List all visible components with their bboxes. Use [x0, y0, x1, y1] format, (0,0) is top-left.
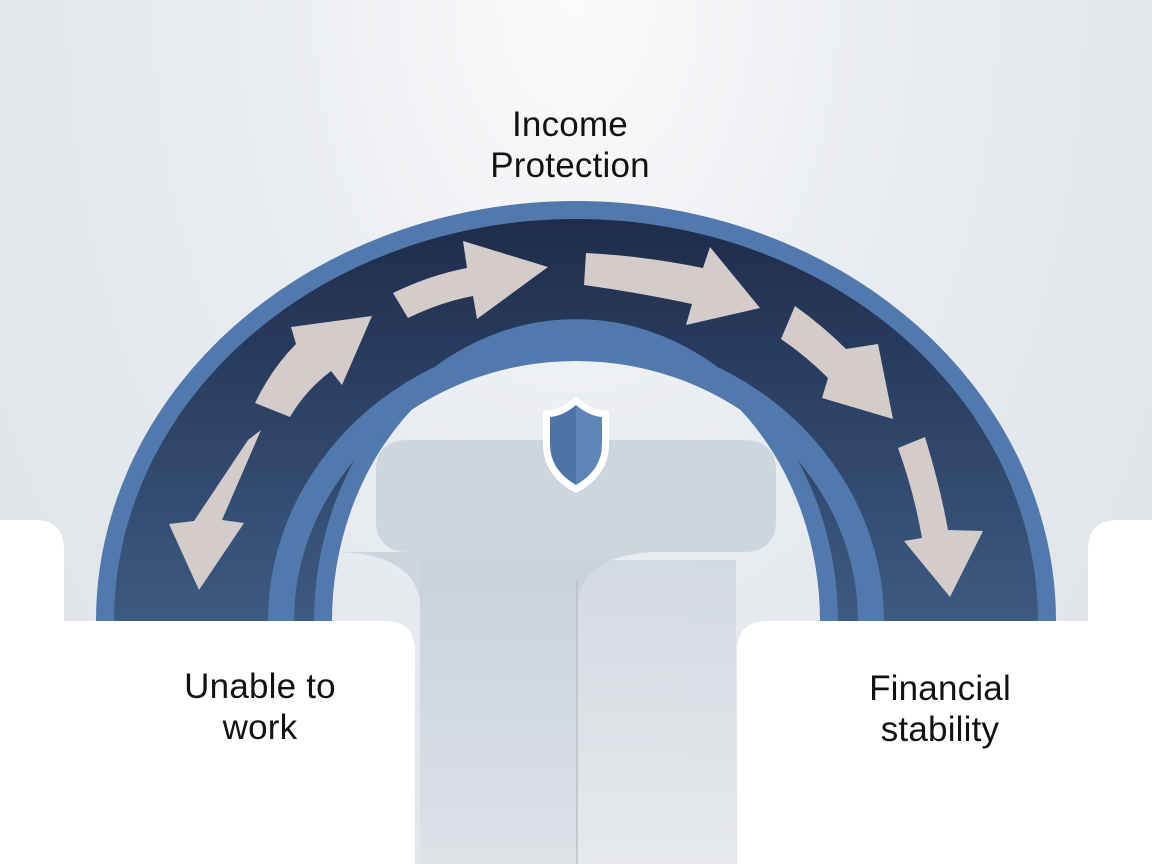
right-bank	[737, 520, 1152, 864]
bridge-title: Income Protection	[420, 104, 720, 186]
right-label-line-2: stability	[880, 710, 1000, 749]
left-label-line-2: work	[222, 708, 298, 747]
title-line-2: Protection	[490, 146, 650, 185]
shield-icon	[543, 396, 609, 493]
center-pillar	[420, 560, 736, 864]
arrow-icon-2	[255, 316, 372, 417]
arrow-icon-5	[781, 306, 893, 419]
left-bank	[0, 520, 415, 864]
left-bank-label: Unable to work	[120, 666, 400, 748]
flow-arrows	[169, 241, 983, 597]
right-label-line-1: Financial	[869, 669, 1011, 708]
left-label-line-1: Unable to	[184, 667, 336, 706]
arrow-icon-3	[393, 241, 548, 319]
arrow-icon-6	[898, 437, 983, 597]
title-line-1: Income	[512, 105, 628, 144]
right-bank-label: Financial stability	[790, 668, 1090, 750]
arrow-icon-4	[584, 247, 760, 325]
arrow-icon-1	[169, 430, 261, 590]
